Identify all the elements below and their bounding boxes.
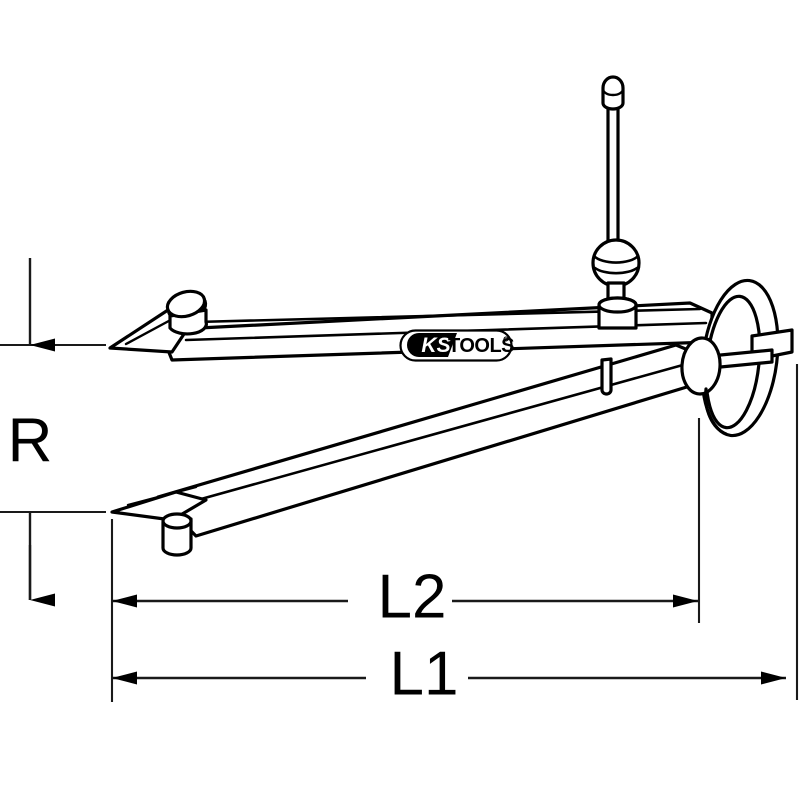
pivot-hub: [680, 336, 722, 396]
logo-registered-icon: [503, 336, 509, 342]
dimension-label-l2: L2: [378, 562, 447, 631]
dimension-r: R: [8, 258, 55, 607]
lower-arm-inner-line: [174, 361, 692, 508]
lower-arm-foot-top: [161, 512, 193, 530]
extension-lines: [0, 343, 799, 702]
shaft-cap: [601, 75, 625, 111]
logo-mark-text: KS: [421, 334, 450, 357]
ball-knob-band-lower: [593, 266, 639, 275]
lower-arm: [156, 343, 702, 538]
ks-tools-logo: KS TOOLS: [399, 329, 515, 362]
logo-mark-bg: [407, 333, 457, 357]
shaft-collar-top: [597, 296, 638, 314]
logo-word-text: TOOLS: [448, 335, 514, 357]
ball-knob-band-upper: [592, 254, 640, 264]
adjust-wheel-rim-strap: [704, 387, 728, 436]
hanging-pin: [600, 357, 613, 396]
vertical-shaft: [606, 102, 620, 252]
lower-arm-tip-facet: [126, 485, 198, 507]
tool-assembly: [108, 75, 794, 557]
shaft-cap-seam: [601, 87, 625, 97]
dimension-l2: L2: [112, 562, 698, 631]
dimension-label-l1: L1: [390, 639, 459, 708]
upper-arm-knob-top: [165, 289, 207, 319]
dimension-label-r: R: [8, 406, 53, 475]
dimension-l1: L1: [112, 639, 786, 708]
